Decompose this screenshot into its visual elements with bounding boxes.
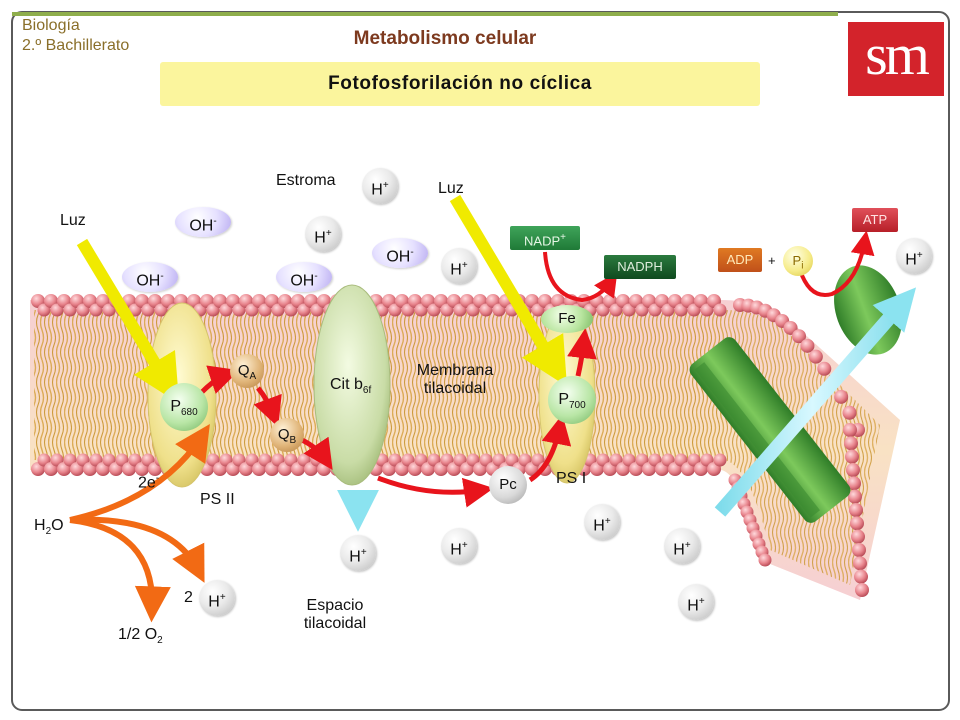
label-cit-b6f: Cit b6f bbox=[330, 376, 371, 396]
label-ps2: PS II bbox=[200, 491, 235, 508]
label-2e-sup: - bbox=[155, 473, 160, 484]
label-tilacoidal: tilacoidal bbox=[423, 380, 487, 397]
lipid-head bbox=[846, 463, 860, 477]
electron-arrow-cytb6f-pc bbox=[377, 475, 494, 508]
lipid-head bbox=[850, 516, 864, 531]
topic-title: Metabolismo celular bbox=[353, 28, 537, 49]
light-arrow-ps1 bbox=[449, 194, 568, 387]
label-h2o-o: O bbox=[51, 517, 64, 534]
lipid-head bbox=[713, 303, 727, 317]
water-arrow-electrons bbox=[69, 423, 210, 523]
lipid-head bbox=[852, 543, 866, 557]
header-strip bbox=[12, 12, 838, 16]
electron-arrow-p680-qa bbox=[200, 365, 240, 394]
label-o2-text: 1/2 O bbox=[118, 626, 158, 643]
lipid-head bbox=[855, 583, 869, 597]
h-ion-stroma-3: H+ bbox=[441, 248, 477, 284]
lipid-head bbox=[817, 361, 832, 376]
label-two: 2 bbox=[184, 589, 193, 606]
lipid-head bbox=[843, 423, 857, 437]
title-banner bbox=[160, 62, 760, 106]
adp-box: ADP bbox=[718, 248, 762, 272]
phosphate-pi: Pi bbox=[783, 246, 813, 276]
lipid-head bbox=[800, 338, 815, 353]
light-arrow-ps2 bbox=[76, 238, 180, 404]
label-estroma: Estroma bbox=[276, 172, 336, 189]
h-ion-lumen-2: H+ bbox=[441, 528, 477, 564]
lipid-head bbox=[834, 389, 849, 404]
label-o2: 1/2 O2 bbox=[118, 626, 163, 646]
label-luz-ps1: Luz bbox=[438, 180, 464, 197]
h-ion-lumen-1: H+ bbox=[340, 535, 376, 571]
p700-center: P700 bbox=[548, 376, 596, 424]
label-h2o-h: H bbox=[34, 517, 46, 534]
h-ion-stroma-4: H+ bbox=[896, 238, 932, 274]
lipid-head bbox=[792, 329, 806, 344]
lipid-head bbox=[853, 556, 867, 571]
h-ion-water: H+ bbox=[199, 580, 235, 616]
proton-arrow-atp-synthase bbox=[714, 287, 917, 517]
water-arrow-oxygen bbox=[69, 517, 171, 623]
label-cit-b-text: Cit b bbox=[330, 376, 363, 393]
lipid-head bbox=[758, 553, 772, 567]
h-ion-lumen-5: H+ bbox=[678, 584, 714, 620]
course-level: 2.º Bachillerato bbox=[22, 37, 130, 54]
lipid-head bbox=[854, 569, 868, 584]
arrow-nadp-to-nadph bbox=[543, 251, 618, 303]
label-espacio-tilacoidal-2: tilacoidal bbox=[303, 615, 367, 632]
page-title: Fotofosforilación no cíclica bbox=[328, 73, 592, 94]
quinone-qa: QA bbox=[230, 354, 264, 388]
label-2e: 2e- bbox=[138, 473, 159, 492]
ferredoxin-fe: Fe bbox=[541, 305, 593, 333]
lipid-head bbox=[847, 476, 861, 491]
label-membrana-tilacoidal: Membrana tilacoidal bbox=[410, 362, 500, 398]
lipid-head bbox=[842, 405, 857, 420]
label-2e-text: 2e bbox=[138, 474, 156, 492]
label-h2o: H2O bbox=[34, 517, 64, 537]
publisher-logo: sm bbox=[848, 22, 944, 96]
electron-arrow-pc-p700 bbox=[528, 414, 572, 483]
atp-box: ATP bbox=[852, 208, 898, 232]
lipid-head bbox=[849, 503, 863, 517]
label-espacio-tilacoidal: Espacio tilacoidal bbox=[290, 597, 380, 633]
water-arrow-protons bbox=[69, 516, 205, 583]
lipid-head bbox=[844, 436, 858, 451]
quinone-qb: QB bbox=[270, 418, 304, 452]
label-h2o-sub: 2 bbox=[45, 526, 52, 538]
p680-center: P680 bbox=[160, 383, 208, 431]
lipid-head bbox=[845, 449, 859, 464]
h-ion-lumen-3: H+ bbox=[584, 504, 620, 540]
oh-ion-3: OH- bbox=[276, 262, 332, 292]
label-o2-sub: 2 bbox=[157, 635, 163, 647]
course-label: Biología 2.º Bachillerato bbox=[22, 16, 129, 56]
electron-arrow-qa-qb bbox=[253, 386, 282, 428]
course-subject: Biología bbox=[22, 17, 80, 34]
lipid-head bbox=[851, 529, 865, 544]
nadph-box: NADPH bbox=[604, 255, 676, 279]
arrow-adp-to-atp bbox=[798, 230, 875, 297]
label-plus: + bbox=[768, 253, 776, 268]
oh-ion-4: OH- bbox=[372, 238, 428, 268]
oh-ion-2: OH- bbox=[122, 262, 178, 292]
nadp-box: NADP+ bbox=[510, 226, 580, 250]
lipid-head bbox=[848, 489, 862, 504]
label-cit-b-sub: 6f bbox=[362, 385, 372, 397]
label-luz-ps2: Luz bbox=[60, 212, 86, 229]
h-ion-lumen-4: H+ bbox=[664, 528, 700, 564]
lipid-head bbox=[713, 453, 727, 467]
electron-arrow-qb-cytb6f bbox=[300, 436, 333, 470]
plastocyanin-pc: Pc bbox=[489, 466, 527, 504]
oh-ion-1: OH- bbox=[175, 207, 231, 237]
label-membrana: Membrana bbox=[416, 362, 494, 379]
h-ion-stroma-1: H+ bbox=[362, 168, 398, 204]
electron-arrow-p700-fe bbox=[567, 328, 597, 377]
lipid-head bbox=[808, 349, 823, 364]
label-ps1: PS I bbox=[556, 470, 587, 487]
h-ion-stroma-2: H+ bbox=[305, 216, 341, 252]
label-espacio: Espacio bbox=[306, 597, 364, 614]
